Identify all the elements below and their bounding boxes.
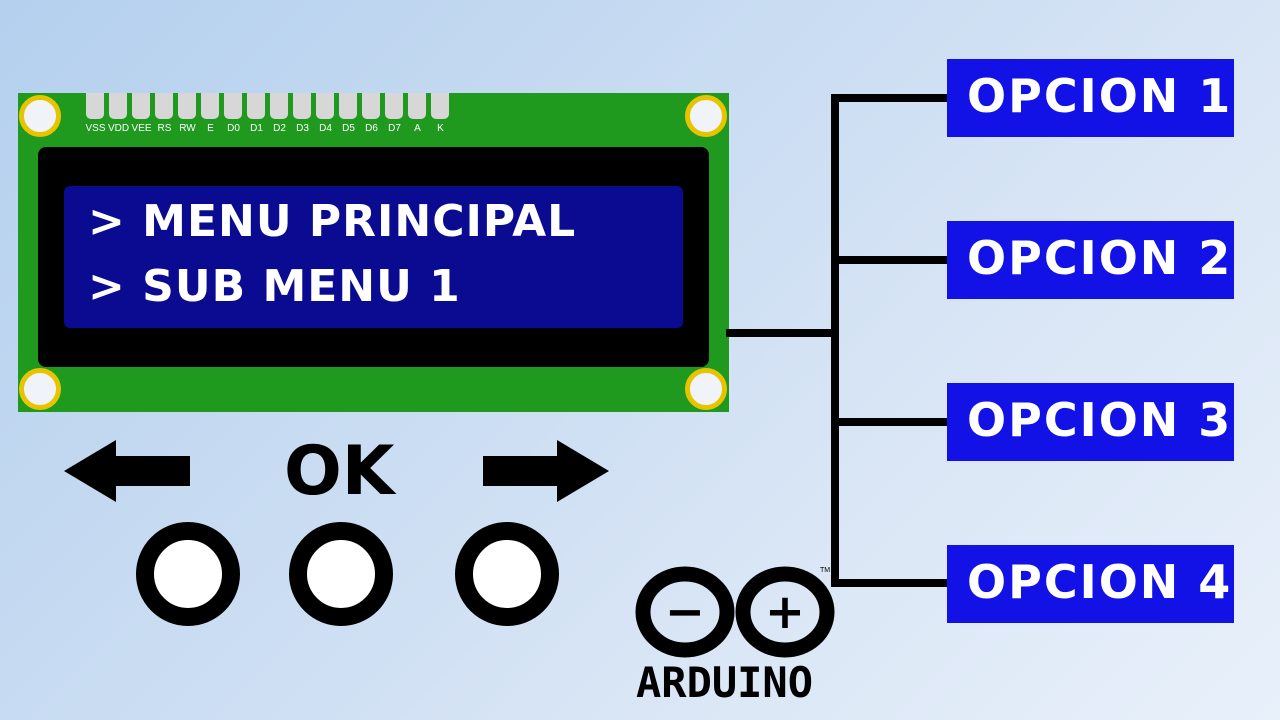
lcd-line-2: > SUB MENU 1 bbox=[88, 261, 461, 312]
header-pin bbox=[385, 93, 403, 119]
mount-hole-bottom-right bbox=[685, 368, 727, 410]
pin-label: D6 bbox=[365, 123, 378, 134]
option-4-label: OPCION 4 bbox=[967, 555, 1233, 609]
header-pin bbox=[408, 93, 426, 119]
header-pin bbox=[270, 93, 288, 119]
logo-minus-sign: − bbox=[665, 584, 705, 640]
pin-label: D5 bbox=[342, 123, 355, 134]
right-push-button[interactable] bbox=[455, 522, 559, 626]
pin-label: K bbox=[437, 123, 444, 134]
header-pin bbox=[362, 93, 380, 119]
option-2-box: OPCION 2 bbox=[947, 221, 1234, 299]
option-3-label: OPCION 3 bbox=[967, 393, 1233, 447]
header-pin bbox=[86, 93, 104, 119]
pin-label: VDD bbox=[107, 123, 130, 134]
pin-label: A bbox=[414, 123, 421, 134]
mount-hole-bottom-left bbox=[19, 368, 61, 410]
arduino-wordmark: ARDUINO bbox=[636, 658, 814, 707]
pin-label: RS bbox=[157, 123, 172, 134]
header-pin bbox=[247, 93, 265, 119]
mount-hole-top-left bbox=[19, 95, 61, 137]
arduino-infinity-logo-icon: − + bbox=[635, 566, 835, 658]
trademark-mark: TM bbox=[820, 567, 831, 574]
option-4-box: OPCION 4 bbox=[947, 545, 1234, 623]
header-pin bbox=[109, 93, 127, 119]
pin-label: D3 bbox=[296, 123, 309, 134]
arrow-right-icon bbox=[483, 440, 609, 502]
header-pin bbox=[201, 93, 219, 119]
left-push-button[interactable] bbox=[136, 522, 240, 626]
header-pin bbox=[431, 93, 449, 119]
lcd-screen: > MENU PRINCIPAL > SUB MENU 1 bbox=[64, 186, 683, 328]
lcd-bezel: > MENU PRINCIPAL > SUB MENU 1 bbox=[38, 147, 709, 367]
pin-label: D0 bbox=[227, 123, 240, 134]
logo-plus-sign: + bbox=[765, 584, 805, 640]
pin-label: VEE bbox=[131, 123, 152, 134]
arrow-left-icon bbox=[64, 440, 190, 502]
header-pin bbox=[316, 93, 334, 119]
option-3-box: OPCION 3 bbox=[947, 383, 1234, 461]
pin-label: D2 bbox=[273, 123, 286, 134]
pin-label: D4 bbox=[319, 123, 332, 134]
mount-hole-top-right bbox=[685, 95, 727, 137]
header-pin bbox=[339, 93, 357, 119]
pin-header bbox=[86, 93, 449, 119]
pin-label: D1 bbox=[250, 123, 263, 134]
header-pin bbox=[224, 93, 242, 119]
option-1-box: OPCION 1 bbox=[947, 59, 1234, 137]
pin-label: E bbox=[207, 123, 214, 134]
header-pin bbox=[178, 93, 196, 119]
header-pin bbox=[293, 93, 311, 119]
option-2-label: OPCION 2 bbox=[967, 231, 1233, 285]
option-1-label: OPCION 1 bbox=[967, 69, 1233, 123]
pin-label: D7 bbox=[388, 123, 401, 134]
pin-label: VSS bbox=[85, 123, 106, 134]
ok-label: OK bbox=[284, 432, 395, 511]
header-pin bbox=[155, 93, 173, 119]
header-pin bbox=[132, 93, 150, 119]
lcd-line-1: > MENU PRINCIPAL bbox=[88, 196, 577, 247]
ok-push-button[interactable] bbox=[289, 522, 393, 626]
pin-label: RW bbox=[179, 123, 196, 134]
